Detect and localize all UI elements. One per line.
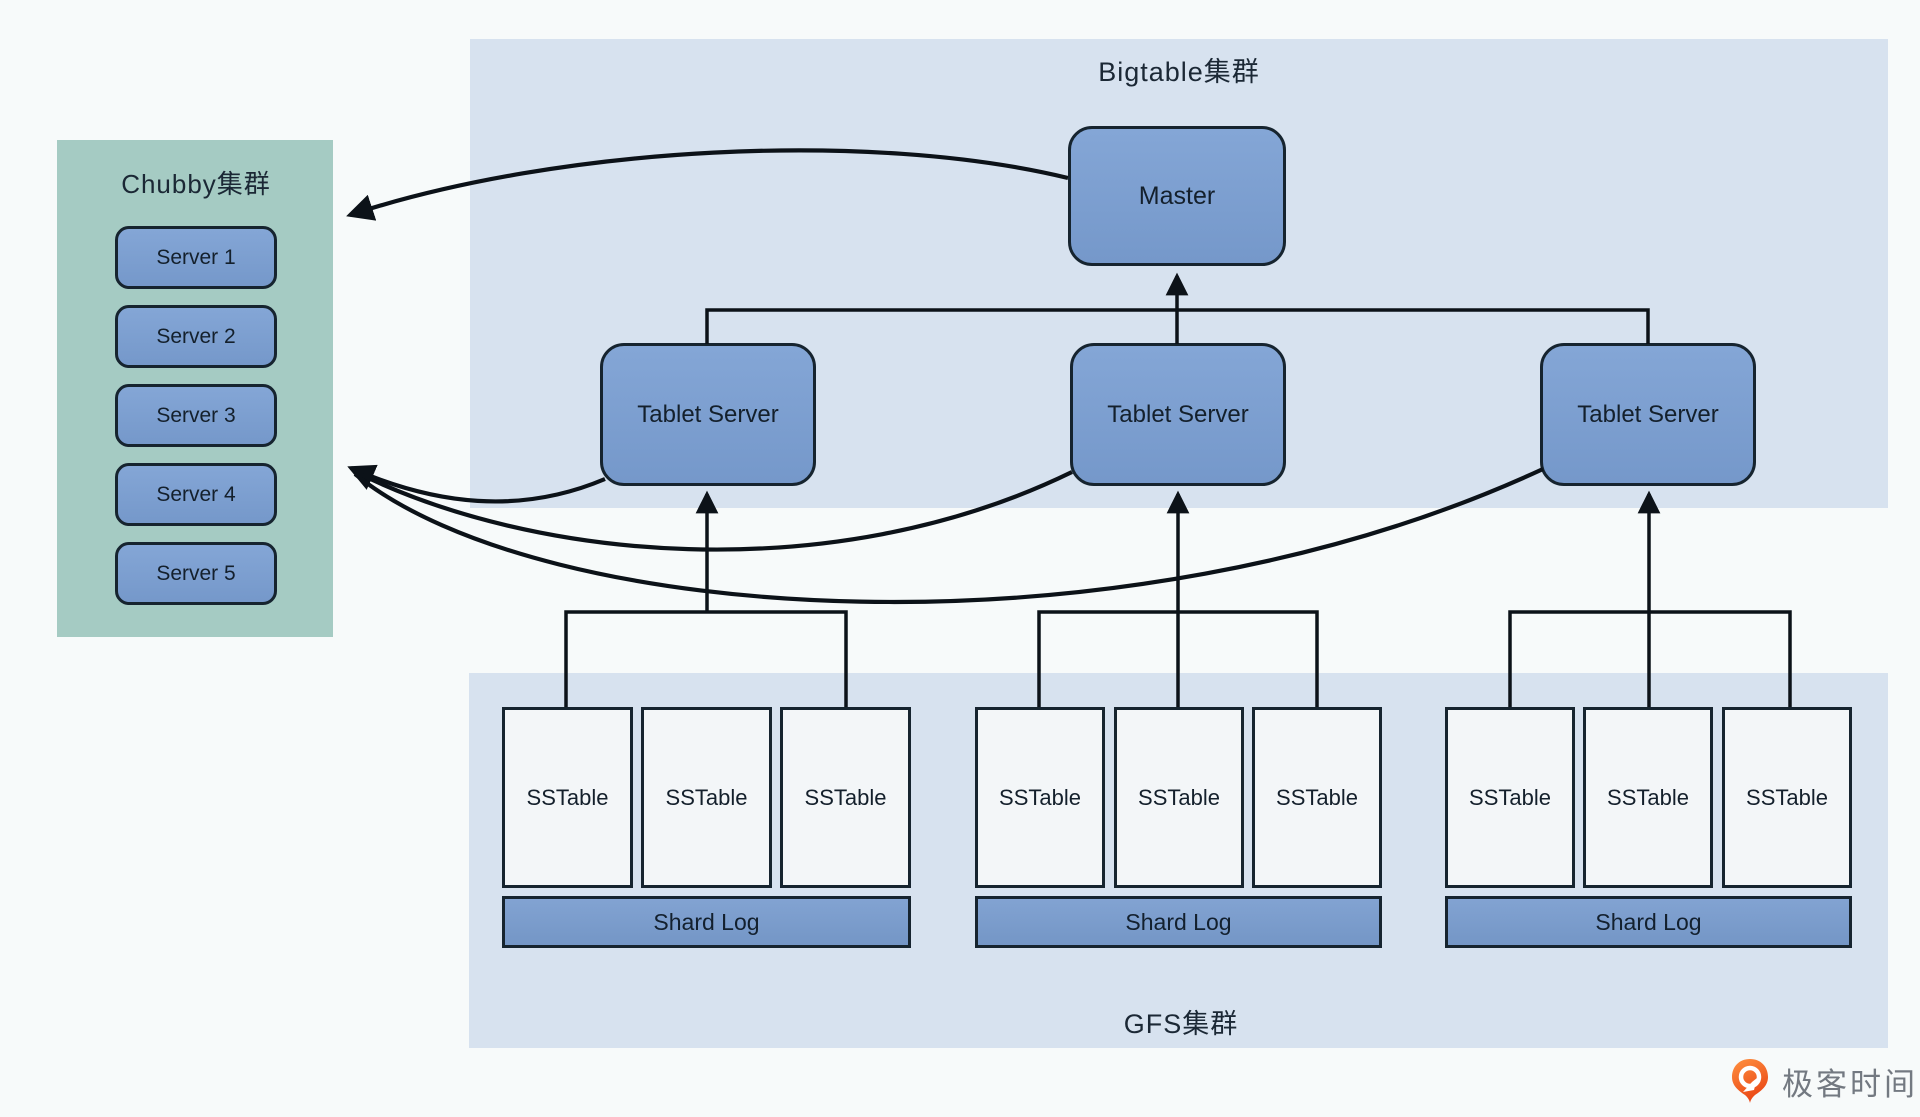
sstable-g2-2: SSTable [1114,707,1244,888]
sstable-g2-1: SSTable [975,707,1105,888]
chubby-server-4: Server 4 [115,463,277,526]
geektime-logo-text: 极客时间 [1782,1066,1918,1102]
tablet-server-3: Tablet Server [1540,343,1756,486]
master-node: Master [1068,126,1286,266]
sstable-g3-2: SSTable [1583,707,1713,888]
bigtable-cluster-title: Bigtable集群 [1098,57,1260,87]
shard-log-g1: Shard Log [502,896,911,948]
gfs-cluster-title: GFS集群 [1123,1009,1239,1039]
sstable-g1-1: SSTable [502,707,633,888]
geektime-logo: 极客时间 [1728,1058,1918,1104]
shard-log-g3: Shard Log [1445,896,1852,948]
geektime-flame-icon [1732,1059,1768,1103]
tablet-server-1: Tablet Server [600,343,816,486]
sstable-g3-3: SSTable [1722,707,1852,888]
chubby-cluster-title: Chubby集群 [121,169,271,199]
chubby-server-1: Server 1 [115,226,277,289]
chubby-server-5: Server 5 [115,542,277,605]
sstable-g3-1: SSTable [1445,707,1575,888]
sstable-g1-2: SSTable [641,707,772,888]
sstable-g1-3: SSTable [780,707,911,888]
tablet-server-2: Tablet Server [1070,343,1286,486]
chubby-server-3: Server 3 [115,384,277,447]
chubby-server-2: Server 2 [115,305,277,368]
shard-log-g2: Shard Log [975,896,1382,948]
sstable-g2-3: SSTable [1252,707,1382,888]
